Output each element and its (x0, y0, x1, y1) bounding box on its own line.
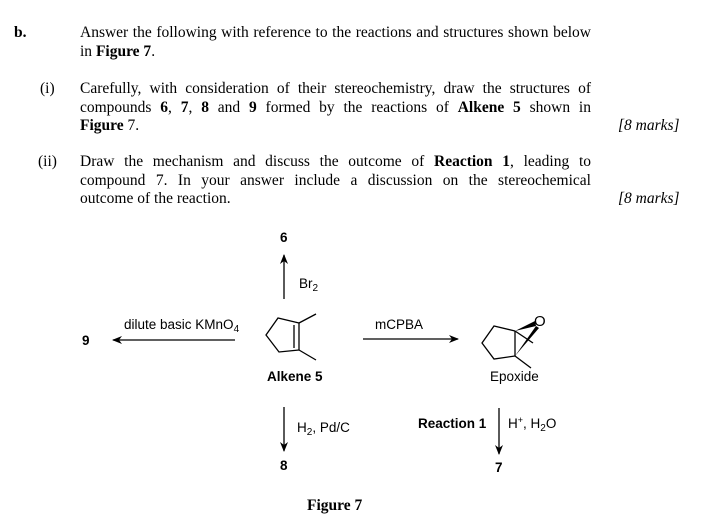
product-9-label: 9 (82, 333, 90, 348)
text: O (545, 416, 557, 431)
product-8-label: 8 (280, 458, 288, 473)
compound-ref-6: 6 (160, 98, 169, 116)
epoxide-structure (481, 325, 534, 369)
question-intro: Answer the following with reference to t… (80, 24, 591, 61)
intro-period: . (151, 42, 156, 60)
figure-caption: Figure 7 (307, 497, 363, 514)
compound-ref-8: 8 (201, 98, 209, 116)
part-ii-text: Draw the mechanism and discuss the outco… (80, 153, 591, 209)
text: , (168, 98, 181, 116)
product-6-label: 6 (280, 230, 288, 245)
text: dilute basic KMnO (124, 317, 234, 332)
alkene-5-structure (265, 313, 317, 361)
part-ii-line2: compound 7. In your answer include a dis… (80, 171, 591, 189)
subscript: 4 (233, 324, 240, 335)
text: Draw the mechanism and discuss the outco… (80, 153, 435, 170)
part-i-marks: [8 marks] (618, 117, 680, 134)
reagent-br2: Br2 (299, 276, 319, 294)
text: H (297, 420, 307, 435)
text: , leading to (510, 153, 592, 170)
epoxide-oxygen: O (534, 313, 546, 330)
reagent-h2-pdc: H2, Pd/C (297, 420, 350, 438)
subscript: 2 (312, 283, 319, 294)
part-i-text: Carefully, with consideration of their s… (80, 80, 591, 136)
subscript: 2 (306, 427, 313, 438)
text: , H (523, 416, 541, 431)
question-label: b. (14, 24, 27, 41)
text: and (208, 98, 249, 116)
text: H (508, 416, 518, 431)
text: , (188, 98, 202, 116)
part-ii-line3: outcome of the reaction. (80, 190, 231, 207)
part-i-line1: Carefully, with consideration of their s… (80, 80, 591, 97)
alkene-ref: Alkene 5 (457, 98, 521, 116)
figure-reference: Figure (80, 117, 124, 134)
alkene-5-label: Alkene 5 (267, 369, 323, 384)
part-ii-marks: [8 marks] (618, 190, 680, 207)
reaction-1-label: Reaction 1 (418, 416, 487, 431)
part-ii-label: (ii) (38, 153, 57, 170)
epoxide-label: Epoxide (490, 369, 539, 384)
compound-ref-9: 9 (248, 98, 257, 116)
subscript: 2 (540, 423, 546, 434)
part-i-line2: compounds 6, 7, 8 and 9 formed by the re… (80, 99, 591, 118)
text: shown in (520, 98, 591, 116)
intro-text: Answer the following with reference to t… (80, 24, 591, 60)
product-7-label: 7 (495, 460, 503, 475)
text: formed by the reactions of (256, 98, 458, 116)
text: compounds (80, 98, 161, 116)
text: Br (299, 276, 313, 291)
part-i-label: (i) (40, 80, 55, 97)
reaction-ref: Reaction 1 (434, 153, 511, 170)
reagent-mcpba: mCPBA (375, 317, 424, 332)
epoxide-wedge-bond-2 (515, 326, 539, 356)
compound-ref-7: 7 (180, 98, 189, 116)
reagent-h-h2o: H+, H2O (508, 415, 557, 434)
epoxide-wedge-bond (515, 321, 536, 331)
reagent-kmno4: dilute basic KMnO4 (124, 317, 240, 335)
text: , Pd/C (312, 420, 350, 435)
text: 7. (123, 117, 140, 134)
figure-reference: Figure 7 (95, 42, 152, 60)
part-i-line3: Figure 7. (80, 117, 591, 136)
part-ii-line1: Draw the mechanism and discuss the outco… (80, 153, 591, 172)
superscript: + (517, 415, 524, 425)
